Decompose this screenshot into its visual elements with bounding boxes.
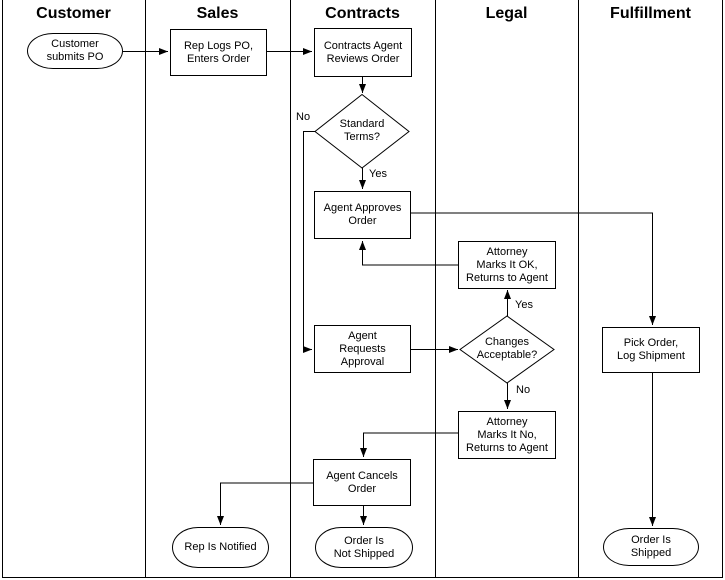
node-rep-logs-po: Rep Logs PO, Enters Order: [170, 29, 267, 76]
node-changes-acceptable-shape: [459, 315, 555, 384]
node-agent-requests-approval: Agent Requests Approval: [314, 325, 411, 373]
lane-header-fulfillment: Fulfillment: [610, 5, 691, 22]
lane-header-customer: Customer: [36, 5, 111, 22]
edge-label-changes-acceptable-no: No: [516, 384, 531, 396]
connector-attorney-ok-to-approves: [359, 241, 458, 266]
lane-header-sales: Sales: [196, 5, 239, 22]
connector-standard-terms-no: [303, 131, 317, 353]
edge-label-standard-terms-no: No: [296, 111, 311, 123]
node-agent-approves-order: Agent Approves Order: [314, 191, 411, 239]
connectors: [123, 48, 656, 526]
decision-shapes: [314, 93, 555, 384]
node-customer-submits-po: Customer submits PO: [27, 33, 123, 69]
node-order-is-not-shipped: Order Is Not Shipped: [315, 527, 413, 568]
node-changes-acceptable: Changes Acceptable?: [476, 336, 538, 361]
node-attorney-marks-no: Attorney Marks It No, Returns to Agent: [458, 411, 556, 459]
node-pick-order-log-shipment: Pick Order, Log Shipment: [602, 327, 700, 373]
node-order-is-shipped: Order Is Shipped: [603, 528, 699, 566]
edge-label-standard-terms-yes: Yes: [369, 168, 387, 180]
lane-header-legal: Legal: [485, 5, 528, 22]
node-rep-is-notified: Rep Is Notified: [172, 527, 269, 568]
node-attorney-marks-ok: Attorney Marks It OK, Returns to Agent: [458, 241, 556, 289]
edge-label-changes-acceptable-yes: Yes: [515, 299, 533, 311]
node-contracts-agent-reviews: Contracts Agent Reviews Order: [314, 28, 412, 77]
lane-header-contracts: Contracts: [325, 5, 400, 22]
connector-attorney-no-to-cancels: [360, 432, 458, 457]
connector-cancels-to-rep-notified: [217, 482, 313, 525]
connector-approves-to-pick-order: [411, 212, 656, 325]
node-standard-terms: Standard Terms?: [339, 118, 385, 143]
node-agent-cancels-order: Agent Cancels Order: [313, 459, 411, 506]
node-standard-terms-shape: [314, 93, 410, 169]
